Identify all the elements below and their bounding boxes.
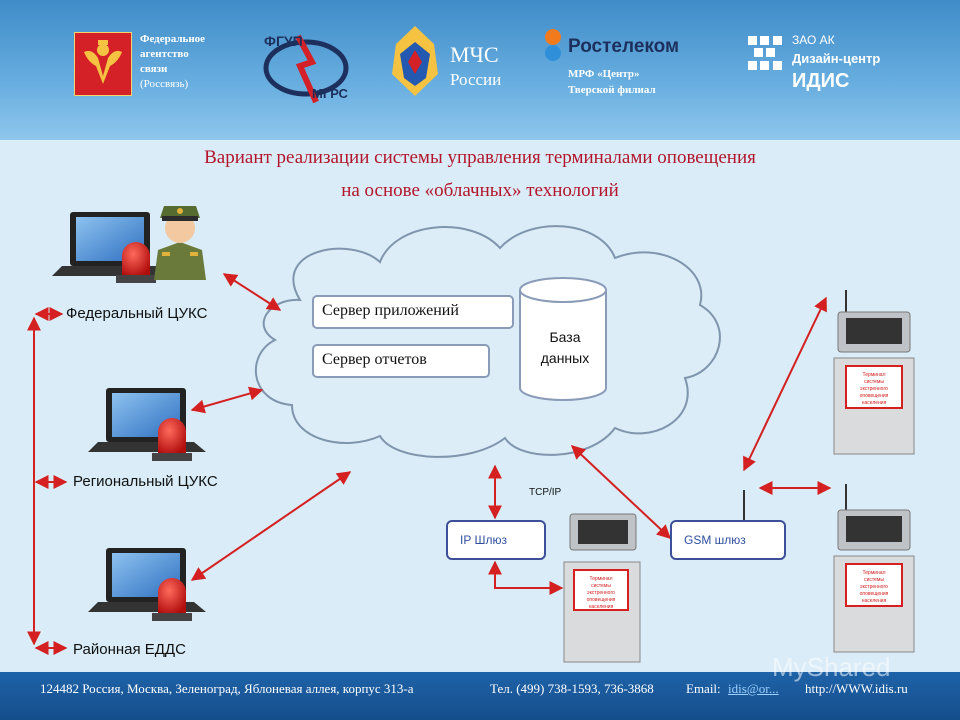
terminal-top-right: Терминал системы экстренного оповещения … bbox=[833, 290, 915, 455]
svg-text:Терминал: Терминал bbox=[862, 372, 885, 378]
rostelecom-name: Ростелеком bbox=[568, 36, 680, 57]
footer-address: 124482 Россия, Москва, Зеленоград, Яблон… bbox=[40, 681, 414, 696]
regional-laptop-icon bbox=[88, 388, 206, 452]
svg-text:оповещения: оповещения bbox=[587, 597, 616, 603]
rostelecom-subtitle-1: МРФ «Центр» bbox=[568, 68, 640, 80]
fgup-mgrs-logo-icon: ФГУП МГРС bbox=[263, 33, 349, 104]
idis-line-2: Дизайн-центр bbox=[792, 51, 881, 66]
mchs-emblem-icon bbox=[392, 26, 438, 96]
svg-text:населения: населения bbox=[862, 400, 887, 406]
slide-title-line-1: Вариант реализации системы управления те… bbox=[204, 147, 756, 168]
footer-email-link[interactable]: idis@or... bbox=[728, 681, 779, 696]
arrow-regional-cloud bbox=[190, 386, 264, 414]
district-center-label: Районная ЕДДС bbox=[73, 641, 186, 658]
regional-center-label: Региональный ЦУКС bbox=[73, 473, 218, 490]
coat-of-arms-icon bbox=[74, 32, 132, 96]
svg-text:экстренного: экстренного bbox=[587, 590, 615, 596]
svg-text:населения: населения bbox=[589, 604, 614, 610]
svg-text:экстренного: экстренного bbox=[860, 584, 888, 590]
slide-title-line-2: на основе «облачных» технологий bbox=[341, 180, 619, 201]
app-server-box: Сервер приложений bbox=[312, 295, 514, 329]
footer-email-label: Email: bbox=[686, 681, 721, 696]
database-cylinder-icon bbox=[519, 277, 607, 401]
svg-text:Терминал: Терминал bbox=[862, 570, 885, 576]
gsm-gateway-box: GSM шлюз bbox=[670, 520, 786, 560]
arrow-cloud-gsmgw bbox=[570, 445, 672, 539]
ip-gateway-box: IP Шлюз bbox=[446, 520, 546, 560]
rostelecom-logo-icon bbox=[545, 29, 561, 61]
terminal-center: Терминал системы экстренного оповещения … bbox=[563, 513, 641, 663]
svg-text:системы: системы bbox=[591, 583, 611, 589]
arrow-federal-cloud bbox=[222, 273, 282, 311]
cloud-shape bbox=[254, 225, 721, 458]
header-banner: Федеральное агентство связи (Россвязь) Ф… bbox=[0, 0, 960, 140]
rossvyaz-name: Федеральное агентство связи (Россвязь) bbox=[140, 33, 206, 90]
federal-siren-icon bbox=[116, 242, 156, 283]
federal-center-label: Федеральный ЦУКС bbox=[66, 305, 208, 322]
idis-line-1: ЗАО АК bbox=[792, 33, 835, 47]
idis-logo-icon bbox=[748, 36, 782, 70]
tcp-ip-label: TCP/IP bbox=[529, 487, 562, 498]
svg-text:оповещения: оповещения bbox=[860, 393, 889, 399]
svg-text:Терминал: Терминал bbox=[589, 576, 612, 582]
terminal-bottom-right: Терминал системы экстренного оповещения … bbox=[833, 484, 915, 653]
svg-text:оповещения: оповещения bbox=[860, 591, 889, 597]
rostelecom-subtitle-2: Тверской филиал bbox=[568, 84, 656, 96]
district-siren-icon bbox=[152, 578, 192, 621]
mchs-title: МЧС bbox=[450, 42, 499, 67]
svg-text:системы: системы bbox=[864, 379, 884, 385]
federal-laptop-icon bbox=[52, 212, 170, 276]
footer-phone: Тел. (499) 738-1593, 736-3868 bbox=[490, 681, 654, 696]
svg-text:системы: системы bbox=[864, 577, 884, 583]
svg-text:МГРС: МГРС bbox=[312, 86, 349, 101]
arrow-ipgw-terminal bbox=[488, 560, 564, 595]
watermark: MyShared bbox=[772, 652, 891, 682]
regional-siren-icon bbox=[152, 418, 192, 461]
svg-text:ФГУП: ФГУП bbox=[264, 33, 303, 49]
svg-text:экстренного: экстренного bbox=[860, 386, 888, 392]
mchs-subtitle: России bbox=[450, 70, 502, 89]
idis-line-3: ИДИС bbox=[792, 70, 850, 92]
svg-text:населения: населения bbox=[862, 598, 887, 604]
officer-icon bbox=[154, 206, 206, 280]
footer-website-link[interactable]: http://WWW.idis.ru bbox=[805, 681, 908, 696]
arrow-gsm-terminal-top bbox=[743, 296, 827, 472]
footer: 124482 Россия, Москва, Зеленоград, Яблон… bbox=[0, 672, 960, 720]
district-laptop-icon bbox=[88, 548, 206, 612]
arrow-district-cloud bbox=[190, 471, 352, 581]
database-label: База данных bbox=[540, 329, 590, 366]
report-server-box: Сервер отчетов bbox=[312, 344, 490, 378]
